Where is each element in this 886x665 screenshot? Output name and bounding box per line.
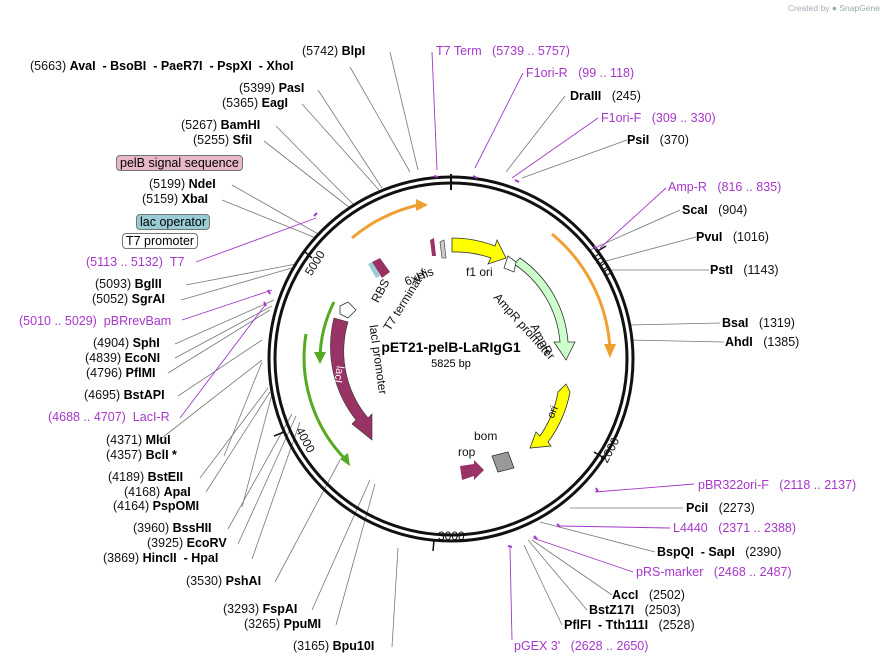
site-pflfi-tth111i[interactable]: PflFI - Tth111I (2528) <box>564 618 695 632</box>
label-rop: rop <box>458 445 476 459</box>
plasmid-length: 5825 bp <box>431 358 471 370</box>
snapgene-logo-icon: ● <box>831 3 837 13</box>
primer-leader-lines <box>179 51 695 641</box>
green-arc-inner-head-icon <box>314 352 326 364</box>
ampr-arrow[interactable] <box>509 257 576 361</box>
scale-2000: 2000 <box>597 435 622 465</box>
site-bamhi[interactable]: (5267) BamHI <box>181 118 261 132</box>
ori-arrow[interactable] <box>529 383 571 449</box>
t7-terminator-inner-box[interactable] <box>439 239 447 259</box>
his-tag-inner-box[interactable] <box>430 238 436 256</box>
site-pshai[interactable]: (3530) PshAI <box>186 574 262 588</box>
site-sgrai[interactable]: (5052) SgrAI <box>92 292 165 306</box>
plasmid-name: pET21-pelB-LaRIgG1 <box>381 339 520 355</box>
laci-arrow[interactable] <box>330 317 373 441</box>
site-bstz17i[interactable]: BstZ17I (2503) <box>589 603 681 617</box>
ampr-promoter-arrow[interactable] <box>503 255 517 273</box>
rop-arrow[interactable] <box>460 460 484 480</box>
scale-4000: 4000 <box>293 425 318 455</box>
green-arc-outer-head-icon <box>340 453 350 466</box>
label-laci: lacI <box>332 365 346 384</box>
site-bpu10i[interactable]: (3165) Bpu10I <box>293 639 375 653</box>
laci-promoter-arrow[interactable] <box>339 301 357 319</box>
primer-pbrrevbam[interactable]: (5010 .. 5029) pBRrevBam <box>19 314 172 328</box>
lac-operator-inner-box[interactable] <box>368 262 380 278</box>
site-pspomi[interactable]: (4164) PspOMI <box>113 499 200 513</box>
site-bsshii[interactable]: (3960) BssHII <box>133 521 212 535</box>
label-bom: bom <box>474 429 497 443</box>
primer-t7[interactable]: (5113 .. 5132) T7 <box>86 255 185 269</box>
site-bsai[interactable]: BsaI (1319) <box>722 316 795 330</box>
site-econi[interactable]: (4839) EcoNI <box>85 351 161 365</box>
site-pcii[interactable]: PciI (2273) <box>686 501 755 515</box>
site-ahdi[interactable]: AhdI (1385) <box>725 335 800 349</box>
site-bspqi-sapi[interactable]: BspQI - SapI (2390) <box>657 545 782 559</box>
site-ppumi[interactable]: (3265) PpuMI <box>244 617 322 631</box>
site-bglii[interactable]: (5093) BglII <box>95 277 162 291</box>
primer-f1ori-f[interactable]: F1ori-F (309 .. 330) <box>601 111 716 125</box>
site-bsteii[interactable]: (4189) BstEII <box>108 470 184 484</box>
site-acci[interactable]: AccI (2502) <box>612 588 685 602</box>
site-xbai[interactable]: (5159) XbaI <box>142 192 209 206</box>
label-rbs: RBS <box>368 277 392 305</box>
scale-tick-marks <box>273 245 607 552</box>
label-f1-ori: f1 ori <box>466 265 493 279</box>
primer-pgex-3[interactable]: pGEX 3' (2628 .. 2650) <box>514 639 649 653</box>
f1-ori-arrow[interactable] <box>451 237 507 265</box>
primer-prs-marker[interactable]: pRS-marker (2468 .. 2487) <box>636 565 792 579</box>
feature-box-pelb[interactable]: pelB signal sequence <box>116 155 243 171</box>
bom-box[interactable] <box>491 451 515 473</box>
site-fspai[interactable]: (3293) FspAI <box>223 602 298 616</box>
site-sphi[interactable]: (4904) SphI <box>93 336 160 350</box>
site-eagi[interactable]: (5365) EagI <box>222 96 289 110</box>
feature-box-lac-operator[interactable]: lac operator <box>136 214 211 230</box>
site-pasi[interactable]: (5399) PasI <box>239 81 305 95</box>
site-pflmi[interactable]: (4796) PflMI <box>86 366 156 380</box>
primer-marks <box>263 175 599 548</box>
site-blpi[interactable]: (5742) BlpI <box>302 44 366 58</box>
primer-l4440[interactable]: L4440 (2371 .. 2388) <box>673 521 797 535</box>
site-apai[interactable]: (4168) ApaI <box>124 485 191 499</box>
primer-amp-r[interactable]: Amp-R (816 .. 835) <box>668 180 782 194</box>
site-xhoi-group[interactable]: (5663) AvaI - BsoBI - PaeR7I - PspXI - X… <box>30 59 294 73</box>
primer-pbr322ori-f[interactable]: pBR322ori-F (2118 .. 2137) <box>698 478 857 492</box>
site-hincii-hpai[interactable]: (3869) HincII - HpaI <box>103 551 219 565</box>
site-mlui[interactable]: (4371) MluI <box>106 433 171 447</box>
orange-feature-arc-top <box>351 203 419 240</box>
site-scai[interactable]: ScaI (904) <box>682 203 748 217</box>
site-draiii[interactable]: DraIII (245) <box>570 89 641 103</box>
snapgene-credit: Created by ● SnapGene <box>787 3 880 13</box>
site-ndei[interactable]: (5199) NdeI <box>149 177 216 191</box>
pelb-inner-arrow[interactable] <box>372 258 390 278</box>
label-laci-promoter: lacI promoter <box>366 324 390 395</box>
primer-t7-term[interactable]: T7 Term (5739 .. 5757) <box>436 44 570 58</box>
site-sfii[interactable]: (5255) SfiI <box>193 133 253 147</box>
site-psii[interactable]: PsiI (370) <box>627 133 689 147</box>
site-ecorv[interactable]: (3925) EcoRV <box>147 536 227 550</box>
site-bcli[interactable]: (4357) BclI * <box>106 448 177 462</box>
feature-box-t7-promoter[interactable]: T7 promoter <box>122 233 199 249</box>
orange-arc-top-head-icon <box>416 199 428 211</box>
site-bstapi[interactable]: (4695) BstAPI <box>84 388 165 402</box>
primer-f1ori-r[interactable]: F1ori-R (99 .. 118) <box>526 66 635 80</box>
green-feature-arc-outer <box>302 333 348 462</box>
orange-arc-right-head-icon <box>604 344 616 358</box>
site-pvui[interactable]: PvuI (1016) <box>696 230 769 244</box>
primer-laci-r[interactable]: (4688 .. 4707) LacI-R <box>48 410 170 424</box>
orange-feature-arc-right <box>551 232 612 351</box>
site-psti[interactable]: PstI (1143) <box>710 263 779 277</box>
scale-3000: 3000 <box>438 529 465 543</box>
label-ori: ori <box>545 404 561 420</box>
